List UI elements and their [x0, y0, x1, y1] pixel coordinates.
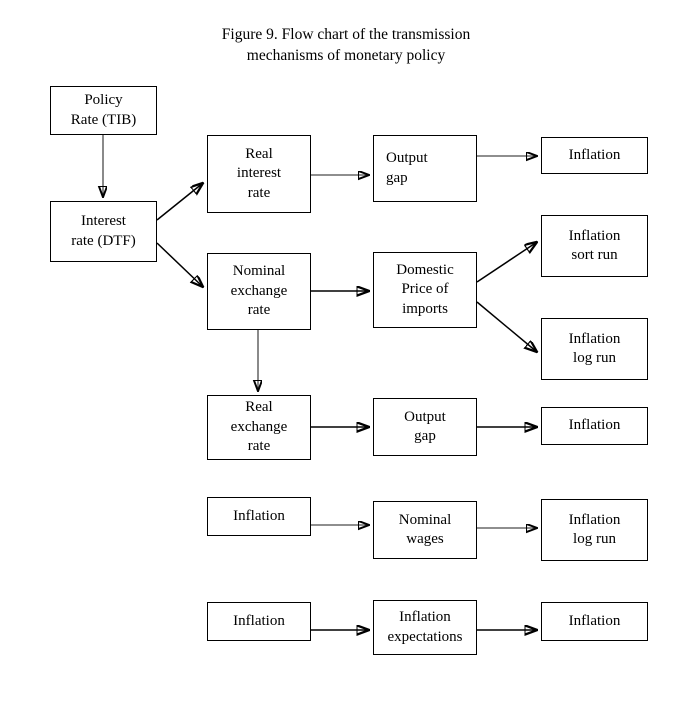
node-inflation-expectations[interactable]: Inflation expectations	[373, 600, 477, 655]
node-inflation-4[interactable]: Inflation	[207, 602, 311, 641]
node-real-exchange-rate[interactable]: Real exchange rate	[207, 395, 311, 460]
node-output-gap-1[interactable]: Output gap	[373, 135, 477, 202]
node-inflation-3[interactable]: Inflation	[207, 497, 311, 536]
edge-domestic-price-imports-to-inflation-sort-run	[476, 242, 537, 283]
edge-domestic-price-imports-to-inflation-log-run	[476, 301, 537, 352]
node-output-gap-2[interactable]: Output gap	[373, 398, 477, 456]
edge-interest-rate-to-nominal-exchange-rate	[156, 242, 203, 287]
node-nominal-wages[interactable]: Nominal wages	[373, 501, 477, 559]
node-domestic-price-imports[interactable]: Domestic Price of imports	[373, 252, 477, 328]
node-inflation-sort-run[interactable]: Inflation sort run	[541, 215, 648, 277]
edge-interest-rate-to-real-interest-rate	[156, 183, 203, 221]
node-nominal-exchange-rate[interactable]: Nominal exchange rate	[207, 253, 311, 330]
node-real-interest-rate[interactable]: Real interest rate	[207, 135, 311, 213]
node-inflation-log-run-1[interactable]: Inflation log run	[541, 318, 648, 380]
node-inflation-2[interactable]: Inflation	[541, 407, 648, 445]
node-inflation-5[interactable]: Inflation	[541, 602, 648, 641]
node-inflation-1[interactable]: Inflation	[541, 137, 648, 174]
node-policy-rate[interactable]: Policy Rate (TIB)	[50, 86, 157, 135]
figure-title: Figure 9. Flow chart of the transmission…	[221, 26, 471, 64]
node-interest-rate[interactable]: Interest rate (DTF)	[50, 201, 157, 262]
node-inflation-log-run-2[interactable]: Inflation log run	[541, 499, 648, 561]
